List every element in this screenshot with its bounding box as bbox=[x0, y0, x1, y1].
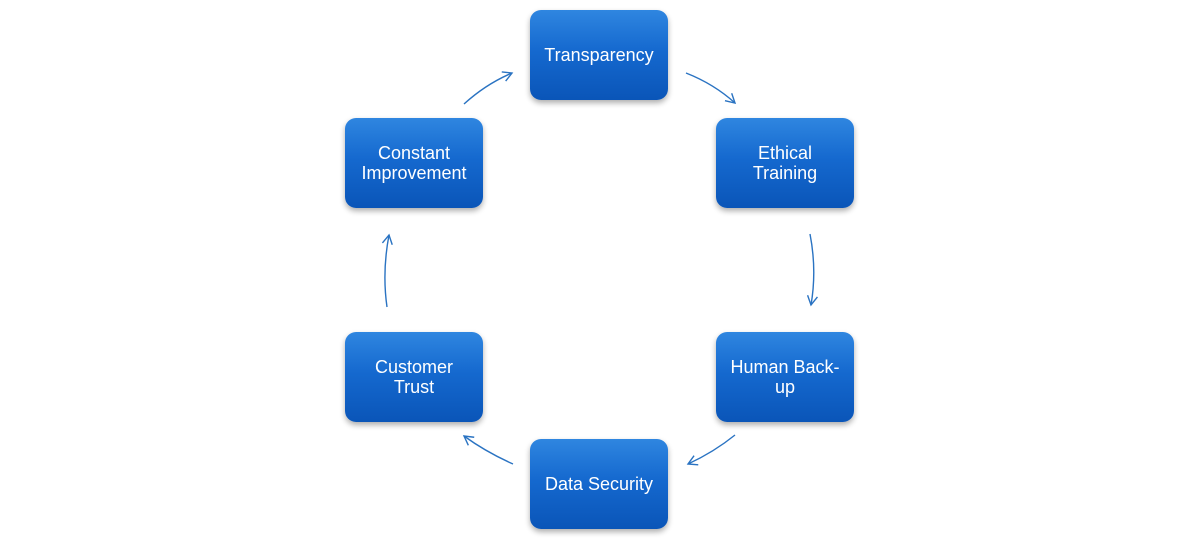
node-data-security: Data Security bbox=[530, 439, 668, 529]
node-human-back-up: Human Back-up bbox=[716, 332, 854, 422]
arrow-constant-improvement-to-transparency bbox=[463, 71, 514, 105]
node-label: Data Security bbox=[544, 474, 654, 494]
node-label: Constant Improvement bbox=[361, 143, 467, 183]
arrow-human-back-up-to-data-security bbox=[686, 434, 736, 466]
arrow-transparency-to-ethical-training bbox=[685, 72, 737, 104]
arrow-data-security-to-customer-trust bbox=[462, 435, 514, 465]
node-label: Human Back-up bbox=[730, 357, 840, 397]
node-transparency: Transparency bbox=[530, 10, 668, 100]
node-constant-improvement: Constant Improvement bbox=[345, 118, 483, 208]
node-ethical-training: Ethical Training bbox=[716, 118, 854, 208]
node-customer-trust: Customer Trust bbox=[345, 332, 483, 422]
arrow-customer-trust-to-constant-improvement bbox=[381, 233, 393, 308]
node-label: Customer Trust bbox=[374, 357, 454, 397]
node-label: Transparency bbox=[544, 45, 654, 65]
node-label: Ethical Training bbox=[752, 143, 818, 183]
arrow-ethical-training-to-human-back-up bbox=[806, 233, 818, 307]
